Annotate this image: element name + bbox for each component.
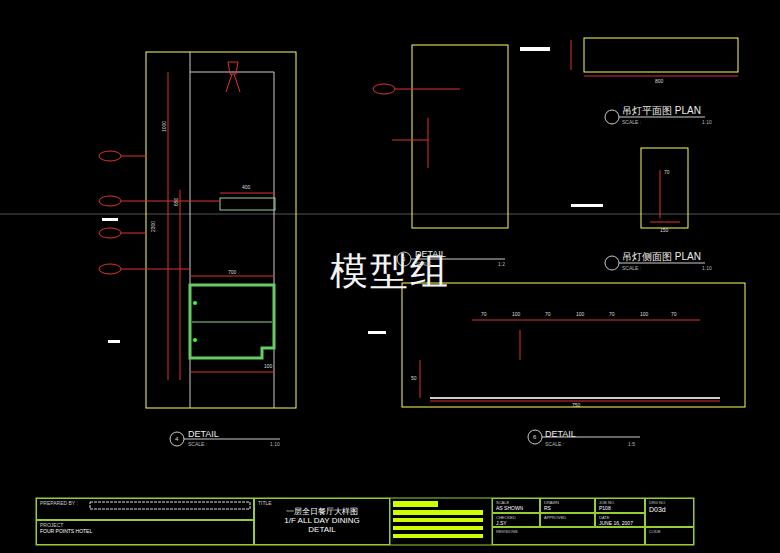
cell-value: D03d bbox=[649, 506, 690, 514]
cell-value: AS SHOWN bbox=[496, 506, 536, 512]
cell-value: JUNE 16, 2007 bbox=[599, 521, 641, 527]
cell-heading: CODE bbox=[649, 530, 690, 535]
title-block-cell: SCALEAS SHOWN bbox=[492, 498, 540, 513]
cell-heading: DRG NO. bbox=[649, 501, 690, 506]
drawing-label: 吊灯平面图 PLAN bbox=[622, 106, 701, 116]
title-block-cell: REVISIONS bbox=[492, 527, 645, 545]
title-block-cell: DATEJUNE 16, 2007 bbox=[595, 513, 645, 527]
cell-value: FOUR POINTS HOTEL bbox=[40, 529, 250, 535]
title-block-cell: PREPARED BY : bbox=[36, 498, 254, 520]
drawing-label: 1:10 bbox=[270, 442, 280, 447]
drawing-label: 700 bbox=[228, 270, 236, 275]
drawing-label: 吊灯侧面图 PLAN bbox=[622, 252, 701, 262]
drawing-label: 1000 bbox=[162, 121, 167, 132]
drawing-label: SCALE : bbox=[545, 442, 564, 447]
cell-value: P108 bbox=[599, 506, 641, 512]
drawing-label: 50 bbox=[411, 376, 417, 381]
drawing-label: 1:2 bbox=[498, 262, 505, 267]
drawing-label: 800 bbox=[655, 79, 663, 84]
drawing-label: 1:5 bbox=[628, 442, 635, 447]
cell-heading: TITLE bbox=[258, 501, 386, 507]
drawing-label: DETAIL bbox=[415, 250, 446, 259]
cell-value: 一层全日餐厅大样图 bbox=[258, 507, 386, 516]
drawing-label: DETAIL bbox=[545, 430, 576, 439]
drawing-label: SCALE : bbox=[188, 442, 207, 447]
cell-heading: PREPARED BY : bbox=[40, 501, 250, 507]
drawing-label: 100 bbox=[640, 312, 648, 317]
cell-heading: REVISIONS bbox=[496, 530, 641, 535]
cell-heading: APPROVED bbox=[544, 516, 591, 521]
drawing-label: 4 bbox=[175, 436, 178, 442]
title-block-cell: APPROVED bbox=[540, 513, 595, 527]
drawing-label: 1:10 bbox=[702, 120, 712, 125]
title-block-cell: DRG NO.D03d bbox=[645, 498, 694, 527]
cell-value: 1/F ALL DAY DINING DETAIL bbox=[277, 516, 367, 534]
title-block-cell: PROJECTFOUR POINTS HOTEL bbox=[36, 520, 254, 545]
drawing-label: SCALE : bbox=[415, 262, 434, 267]
title-block-cell: DRAWNRS bbox=[540, 498, 595, 513]
drawing-label: 70 bbox=[609, 312, 615, 317]
title-block-cell: CODE bbox=[645, 527, 694, 545]
drawing-label: 6 bbox=[533, 434, 536, 440]
title-block-cell: JOB NO.P108 bbox=[595, 498, 645, 513]
drawing-label: 1:10 bbox=[702, 266, 712, 271]
cell-value: RS bbox=[544, 506, 591, 512]
drawing-label: 100 bbox=[512, 312, 520, 317]
drawing-label: SCALE : bbox=[622, 120, 641, 125]
drawing-label: 5 bbox=[402, 256, 405, 262]
drawing-label: 70 bbox=[545, 312, 551, 317]
cell-heading: DRAWN bbox=[544, 501, 591, 506]
title-block-cell: TITLE一层全日餐厅大样图1/F ALL DAY DINING DETAIL bbox=[254, 498, 390, 545]
cell-value: J.SY bbox=[496, 521, 536, 527]
drawing-label: 100 bbox=[576, 312, 584, 317]
drawing-label: 100 bbox=[264, 364, 272, 369]
drawing-label: 2300 bbox=[151, 221, 156, 232]
drawing-label: 150 bbox=[660, 228, 668, 233]
drawing-label: 70 bbox=[671, 312, 677, 317]
drawing-label: 750 bbox=[572, 403, 580, 408]
drawing-label: 400 bbox=[242, 185, 250, 190]
title-block-cell: CHECKEDJ.SY bbox=[492, 513, 540, 527]
drawing-label: DETAIL bbox=[188, 430, 219, 439]
drawing-label: 70 bbox=[481, 312, 487, 317]
drawing-label: SCALE : bbox=[622, 266, 641, 271]
drawing-label: 650 bbox=[174, 198, 179, 206]
drawing-label: 70 bbox=[664, 170, 670, 175]
